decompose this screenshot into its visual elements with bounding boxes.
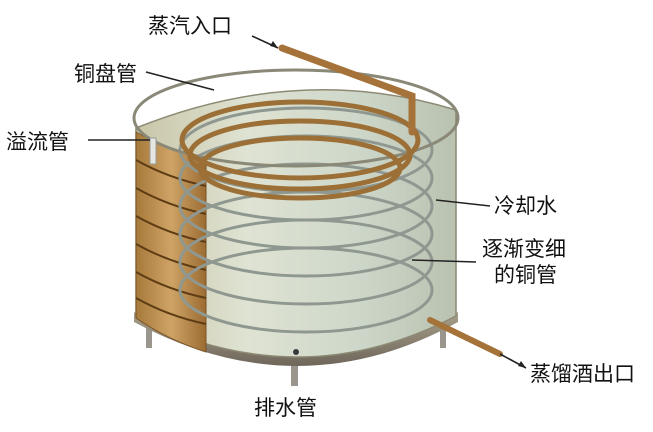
- support-legs: [146, 322, 446, 386]
- label-drain-pipe: 排水管: [254, 396, 317, 420]
- label-tapering-tube-line2: 的铜管: [494, 263, 557, 287]
- label-steam-inlet: 蒸汽入口: [148, 14, 232, 38]
- steam-inlet-pipe: [278, 44, 416, 136]
- leader-copper-coil: [145, 71, 215, 91]
- arrow-distillate-outlet: [518, 361, 526, 368]
- label-tapering-tube-line1: 逐渐变细: [482, 237, 566, 261]
- copper-coil-top: [179, 99, 421, 201]
- label-copper-coil: 铜盘管: [74, 62, 137, 86]
- drain-hole: [293, 349, 299, 355]
- distillate-outlet-pipe: [427, 317, 503, 357]
- overflow-pipe: [149, 137, 157, 165]
- cylinder-top-rim: [132, 68, 460, 168]
- arrow-steam-inlet: [270, 41, 278, 48]
- label-overflow-pipe: 溢流管: [6, 130, 69, 154]
- leader-tapering-tube: [411, 259, 477, 263]
- label-cooling-water: 冷却水: [494, 194, 557, 218]
- label-tapering-tube: 逐渐变细 的铜管: [482, 236, 566, 288]
- leader-cooling-water: [435, 199, 491, 207]
- base-plate: [134, 312, 458, 366]
- label-distillate-outlet: 蒸馏酒出口: [530, 362, 635, 386]
- drain-pipe-stub: [291, 352, 298, 386]
